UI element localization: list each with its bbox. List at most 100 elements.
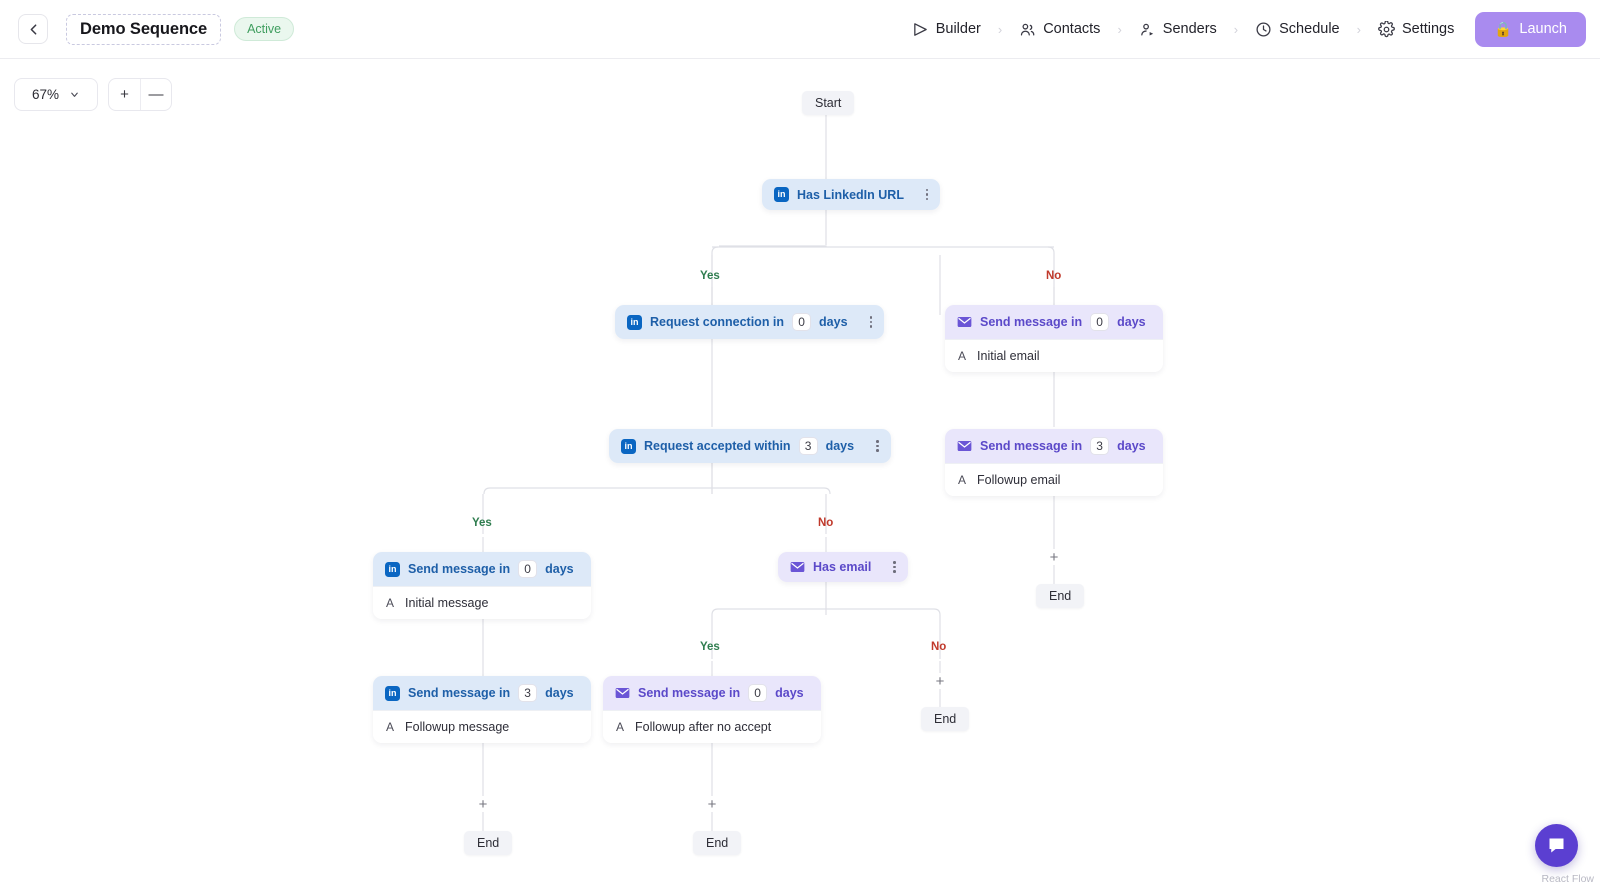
node-header[interactable]: Send message in 0 days [603, 676, 821, 710]
start-label[interactable]: Start [802, 91, 855, 115]
days-input[interactable]: 3 [798, 437, 818, 455]
node-menu-button[interactable] [1154, 440, 1163, 452]
node-header[interactable]: Has email [778, 552, 908, 582]
branch-label-yes: Yes [472, 517, 492, 529]
days-input[interactable]: 0 [792, 313, 812, 331]
lock-icon: 🔒 [1494, 21, 1513, 38]
node-menu-button[interactable] [862, 440, 879, 452]
add-step-button[interactable]: + [932, 673, 948, 690]
node-menu-button[interactable] [582, 563, 591, 575]
node-title: Send message in [980, 315, 1083, 329]
node-body[interactable]: A Followup after no accept [603, 710, 821, 743]
variant-badge: A [958, 473, 967, 487]
days-unit: days [1117, 439, 1146, 453]
node-header[interactable]: in Request accepted within 3 days [609, 429, 891, 463]
primary-nav: Builder › Contacts › Senders › [903, 11, 1600, 47]
nav-item-schedule[interactable]: Schedule [1246, 15, 1348, 44]
envelope-icon [615, 688, 630, 698]
envelope-icon [957, 441, 972, 451]
variant-badge: A [386, 720, 395, 734]
node-has-email[interactable]: Has email [778, 552, 908, 582]
nav-item-settings[interactable]: Settings [1369, 15, 1463, 44]
node-header[interactable]: Send message in 0 days [945, 305, 1163, 339]
envelope-icon [790, 562, 805, 572]
chevron-left-icon [30, 23, 36, 35]
node-menu-button[interactable] [1154, 316, 1163, 328]
node-followup-after-no-accept[interactable]: Send message in 0 days A Followup after … [603, 676, 821, 743]
node-body[interactable]: A Initial message [373, 586, 591, 619]
node-body[interactable]: A Followup message [373, 710, 591, 743]
end-label[interactable]: End [1036, 584, 1085, 608]
flow-canvas[interactable]: Start in Has LinkedIn URL Yes No in Requ… [0, 59, 1600, 887]
node-body[interactable]: A Initial email [945, 339, 1163, 372]
node-menu-button[interactable] [582, 687, 591, 699]
node-initial-message[interactable]: in Send message in 0 days A Initial mess… [373, 552, 591, 619]
node-end-email-branch[interactable]: End [1036, 584, 1085, 608]
gear-icon [1378, 20, 1395, 37]
node-menu-button[interactable] [879, 561, 896, 573]
nav-item-builder[interactable]: Builder [903, 15, 990, 44]
node-title: Has email [813, 560, 872, 574]
nav-item-senders[interactable]: Senders [1130, 15, 1226, 44]
variant-badge: A [616, 720, 625, 734]
node-start[interactable]: Start [802, 91, 855, 115]
node-header[interactable]: in Send message in 0 days [373, 552, 591, 586]
send-icon [913, 22, 927, 36]
node-header[interactable]: in Request connection in 0 days [615, 305, 885, 339]
user-send-icon [1140, 23, 1153, 36]
node-body-label: Followup after no accept [635, 720, 772, 734]
node-menu-button[interactable] [812, 687, 821, 699]
nav-separator: › [1117, 21, 1122, 37]
days-unit: days [545, 686, 574, 700]
node-followup-email[interactable]: Send message in 3 days A Followup email [945, 429, 1163, 496]
zoom-stepper: + — [108, 78, 172, 111]
node-title: Send message in [638, 686, 741, 700]
node-has-linkedin-url[interactable]: in Has LinkedIn URL [762, 179, 941, 210]
linkedin-icon: in [621, 438, 636, 454]
zoom-level-value: 67% [31, 87, 60, 102]
days-input[interactable]: 0 [748, 684, 768, 702]
node-request-accepted[interactable]: in Request accepted within 3 days [609, 429, 891, 463]
node-end-followup-branch[interactable]: End [693, 831, 742, 855]
node-followup-message[interactable]: in Send message in 3 days A Followup mes… [373, 676, 591, 743]
node-header[interactable]: Send message in 3 days [945, 429, 1163, 463]
zoom-out-button[interactable]: — [140, 79, 171, 110]
nav-separator: › [1356, 21, 1361, 37]
days-input[interactable]: 3 [518, 684, 538, 702]
node-header[interactable]: in Send message in 3 days [373, 676, 591, 710]
envelope-icon [957, 317, 972, 327]
app-header: Demo Sequence Active Builder › Contacts … [0, 0, 1600, 59]
node-menu-button[interactable] [912, 188, 929, 201]
users-icon [1021, 23, 1035, 35]
days-input[interactable]: 0 [518, 560, 538, 578]
node-menu-button[interactable] [856, 316, 873, 328]
nav-separator: › [1233, 21, 1239, 37]
add-step-button[interactable]: + [475, 796, 491, 813]
node-end-linkedin-branch[interactable]: End [464, 831, 513, 855]
end-label[interactable]: End [921, 707, 970, 731]
days-input[interactable]: 3 [1090, 437, 1110, 455]
branch-label-no: No [931, 641, 947, 653]
node-end-no-email[interactable]: End [921, 707, 970, 731]
add-step-button[interactable]: + [704, 796, 720, 813]
branch-label-yes: Yes [700, 641, 720, 653]
days-input[interactable]: 0 [1090, 313, 1110, 331]
node-request-connection[interactable]: in Request connection in 0 days [615, 305, 885, 339]
chat-widget-button[interactable] [1535, 824, 1578, 867]
zoom-level-dropdown[interactable]: 67% [14, 78, 98, 111]
variant-badge: A [958, 349, 967, 363]
back-button[interactable] [18, 14, 48, 44]
nav-label-contacts: Contacts [1043, 21, 1101, 37]
node-initial-email[interactable]: Send message in 0 days A Initial email [945, 305, 1163, 372]
end-label[interactable]: End [693, 831, 742, 855]
nav-item-contacts[interactable]: Contacts [1010, 15, 1109, 44]
end-label[interactable]: End [464, 831, 513, 855]
node-body[interactable]: A Followup email [945, 463, 1163, 496]
nav-label-builder: Builder [935, 21, 981, 37]
add-step-button[interactable]: + [1046, 549, 1062, 566]
linkedin-icon: in [627, 314, 642, 330]
launch-button[interactable]: 🔒 Launch [1475, 11, 1586, 47]
zoom-in-button[interactable]: + [120, 86, 129, 103]
sequence-name[interactable]: Demo Sequence [66, 13, 222, 45]
node-header[interactable]: in Has LinkedIn URL [762, 179, 941, 210]
